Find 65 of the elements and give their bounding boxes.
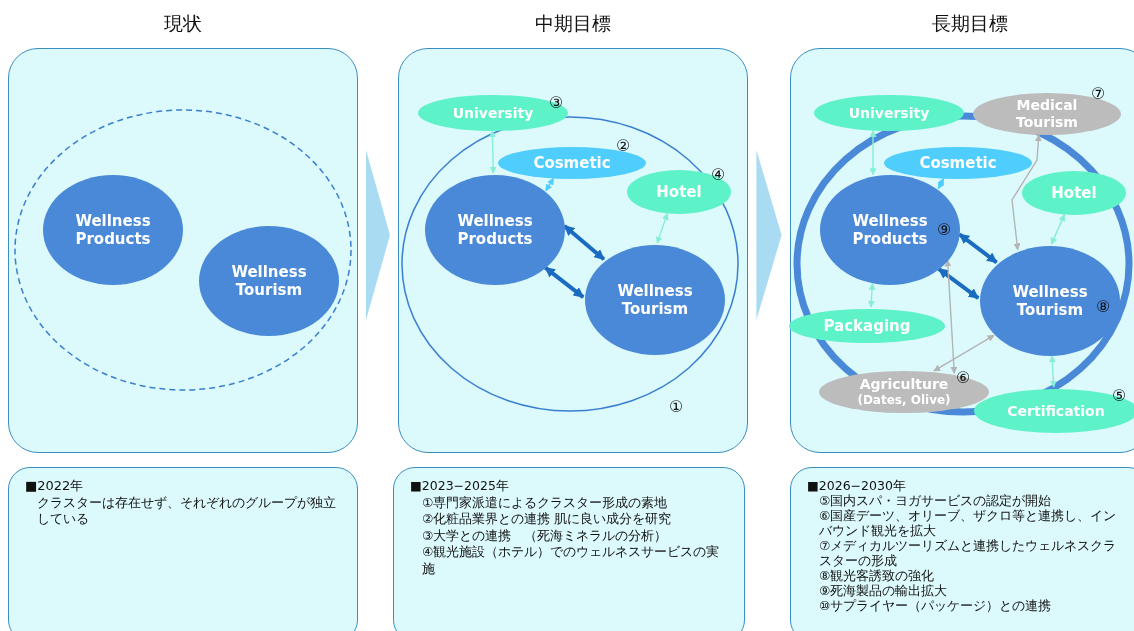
node-label: University: [452, 104, 534, 122]
note-line: ⑧観光客誘致の強化: [818, 568, 936, 583]
callout-number: ③: [549, 95, 564, 111]
ellipse-node: Hotel: [1022, 171, 1126, 215]
arrow: [869, 129, 877, 176]
arrow: [937, 177, 945, 190]
note-line: ■2023−2025年: [410, 478, 510, 495]
ellipse-node: Cosmetic: [884, 147, 1032, 179]
callout-number: ②: [616, 138, 631, 154]
node-label: Agriculture: [859, 376, 949, 394]
note-line: ④観光施設（ホテル）でのウェルネスサービスの実施: [421, 544, 721, 577]
arrow: [944, 259, 958, 374]
ellipse-node: [627, 170, 731, 214]
panel-title: 長期目標: [931, 11, 1009, 36]
note-line: ⑨死海製品の輸出拡大: [818, 583, 949, 598]
arrow: [1048, 355, 1057, 388]
arrow: [488, 130, 497, 174]
node-label: Hotel: [656, 183, 702, 201]
arrow: [1011, 134, 1042, 251]
ellipse-node: Wellness Products: [43, 175, 183, 285]
node-label: Certification: [1007, 402, 1105, 420]
note-line: ■2022年: [25, 478, 85, 495]
arrow: [867, 282, 876, 308]
chevron-arrow: [756, 150, 782, 320]
note-line: ⑦メディカルツーリズムと連携したウェルネスクラスターの形成: [818, 538, 1117, 568]
ellipse-node: Wellness Products: [425, 175, 565, 285]
callout-number: ④: [711, 167, 726, 183]
arrow: [937, 267, 980, 300]
note-line: ⑩サプライヤー（パッケージ）との連携: [818, 598, 1053, 613]
node-label: Wellness Products: [851, 212, 929, 248]
callout-number: ⑦: [1091, 86, 1106, 102]
ellipse-node: University: [814, 95, 964, 131]
note-line: ①専門家派遣によるクラスター形成の素地: [421, 494, 669, 511]
note-line: ②化粧品業界との連携 肌に良い成分を研究: [421, 511, 673, 528]
panel-title: 中期目標: [534, 11, 612, 36]
ellipse-node: Packaging: [789, 309, 945, 343]
arrow: [655, 212, 669, 244]
callout-number: ⑥: [956, 370, 971, 386]
chevron-arrow: [366, 150, 390, 320]
note-box: [8, 467, 358, 631]
node-label: Medical Tourism: [1015, 97, 1079, 131]
note-line: ③大学との連携 （死海ミネラルの分析）: [421, 527, 669, 544]
callout-number: ⑤: [1112, 388, 1127, 404]
ellipse-node: Wellness Tourism: [585, 245, 725, 355]
node-label: Wellness Tourism: [1011, 283, 1089, 319]
node-label: Cosmetic: [533, 154, 611, 172]
arrow: [563, 224, 606, 261]
arrow: [1050, 213, 1066, 245]
arrow: [545, 177, 555, 192]
callout-number: ①: [669, 399, 684, 415]
ellipse-node: [974, 389, 1134, 433]
note-line: ⑤国内スパ・ヨガサービスの認定が開始: [818, 493, 1053, 508]
note-line: ⑥国産デーツ、オリーブ、ザクロ等と連携し、インバウンド観光を拡大: [818, 508, 1117, 538]
callout-number: ⑨: [937, 222, 952, 238]
panel-title: 現状: [163, 11, 203, 36]
note-line: ■2026−2030年: [807, 478, 907, 493]
ellipse-node: Wellness Tourism: [199, 226, 339, 336]
arrow: [933, 334, 995, 372]
callout-number: ⑧: [1096, 299, 1111, 315]
arrow: [958, 232, 998, 264]
note-box: [393, 467, 745, 631]
node-sublabel: (Dates, Olive): [857, 393, 951, 408]
note-box: [790, 467, 1134, 631]
arrow: [544, 266, 585, 299]
note-line: クラスターは存在せず、それぞれのグループが独立している: [36, 494, 337, 528]
